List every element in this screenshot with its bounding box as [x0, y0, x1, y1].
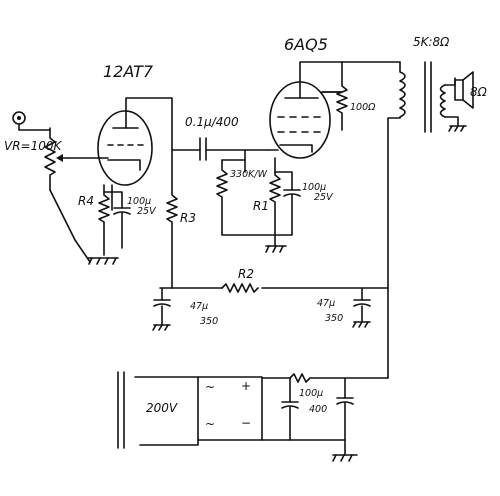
mains-voltage-label: 200V	[146, 401, 178, 415]
preamp-tube-label: 12AT7	[103, 62, 154, 81]
filter-cap-right-value: 47μ	[317, 298, 335, 309]
psu-capacitor-left	[281, 377, 299, 441]
coupling-capacitor-label: 0.1μ/400	[185, 115, 239, 129]
preamp-cathode-cap-voltage: 25V	[137, 206, 157, 217]
filter-cap-left-voltage: 350	[200, 316, 218, 327]
output-cathode-capacitor	[274, 171, 301, 236]
volume-pot-label: VR=100K	[4, 139, 63, 153]
output-transformer	[387, 61, 467, 289]
filter-rail	[159, 283, 389, 379]
psu-cap-value: 100μ	[299, 388, 323, 399]
transformer-ratio-label: 5K:8Ω	[413, 35, 450, 49]
screen-resistor	[321, 61, 348, 131]
filter-capacitor-left	[152, 299, 171, 331]
speaker-label: 8Ω	[470, 85, 488, 99]
psu-capacitor-right	[332, 377, 358, 462]
filter-resistor-label: R2	[238, 267, 254, 281]
grid-resistor-label: 330K/W	[230, 169, 268, 180]
preamp-cathode-resistor	[98, 184, 110, 246]
speaker	[454, 71, 474, 109]
output-ground	[265, 245, 287, 253]
preamp-plate-resistor-label: R3	[180, 211, 196, 225]
filter-cap-left-value: 47μ	[190, 301, 208, 312]
preamp-plate-resistor	[166, 149, 178, 289]
bridge-rectifier	[197, 376, 263, 441]
psu-output-wiring	[261, 373, 389, 441]
rectifier-minus: −	[241, 416, 251, 430]
preamp-ground	[87, 257, 119, 265]
output-tube	[267, 61, 401, 159]
coupling-capacitor	[171, 137, 269, 173]
input-jack	[12, 111, 51, 131]
power-transformer	[117, 371, 199, 449]
rectifier-plus: +	[241, 379, 251, 393]
filter-capacitor-right	[352, 299, 371, 328]
screen-resistor-label: 100Ω	[350, 102, 376, 113]
output-cathode-cap-value: 100μ	[302, 182, 326, 193]
volume-potentiometer	[44, 127, 101, 263]
preamp-cathode-capacitor	[103, 191, 131, 256]
output-cathode-resistor-label: R1	[253, 199, 269, 213]
preamp-cathode-cap-value: 100μ	[127, 196, 151, 207]
preamp-cathode-resistor-label: R4	[78, 194, 94, 208]
rectifier-ac-top: ~	[205, 380, 215, 394]
rectifier-ac-bottom: ~	[205, 417, 215, 431]
filter-cap-right-voltage: 350	[325, 313, 343, 324]
psu-cap-voltage: 400	[309, 404, 327, 415]
output-cathode-cap-voltage: 25V	[314, 192, 334, 203]
grid-resistor	[216, 159, 276, 236]
output-cathode-resistor	[269, 157, 281, 246]
output-tube-label: 6AQ5	[284, 35, 328, 54]
preamp-tube	[97, 97, 173, 211]
